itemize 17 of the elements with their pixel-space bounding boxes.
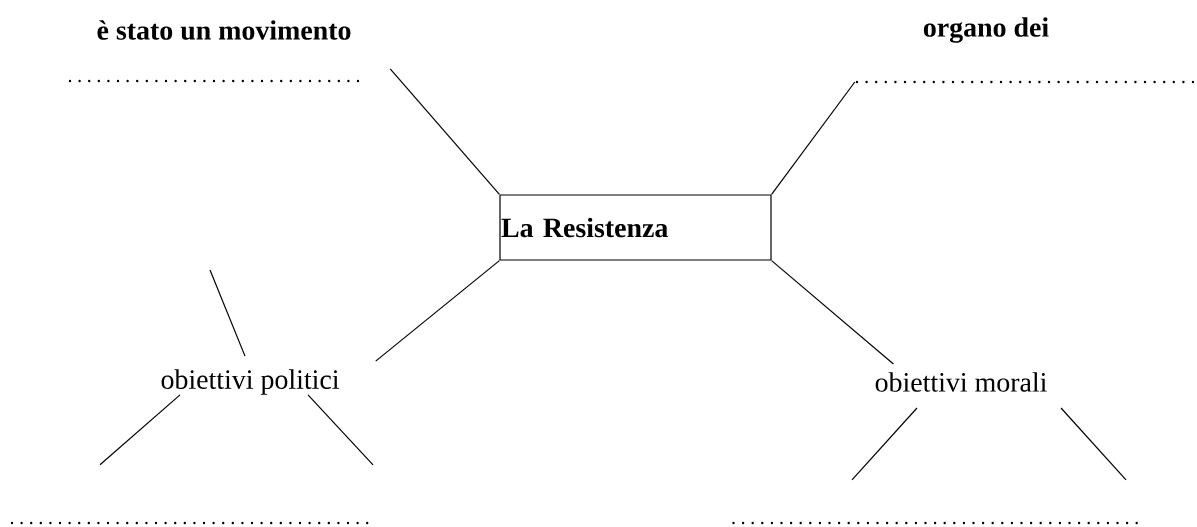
heading-text: è stato un movimento [97, 20, 351, 40]
fill-in-line [68, 79, 360, 83]
fill-in-line [855, 80, 1195, 84]
connector-line [99, 394, 181, 466]
connector-line [375, 260, 500, 362]
branch-text: obiettivi morali [875, 372, 1047, 392]
concept-box: La Resistenza [499, 194, 772, 261]
connector-line [771, 260, 894, 365]
fill-in-line [732, 521, 1141, 525]
connector-line [209, 269, 246, 357]
branch-text: obiettivi politici [161, 369, 339, 395]
connector-line [389, 68, 500, 195]
connector-line [851, 407, 918, 481]
heading-text: organo dei [923, 17, 1049, 43]
connector-line [771, 81, 856, 195]
connector-line [1060, 407, 1127, 481]
connector-line [307, 394, 374, 466]
